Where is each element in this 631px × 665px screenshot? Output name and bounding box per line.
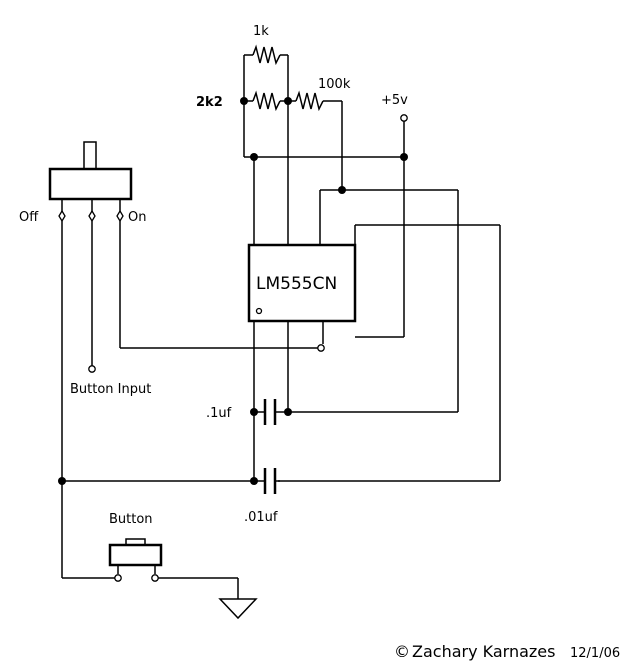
label-button-input: Button Input (70, 382, 151, 397)
label-on: On (128, 210, 146, 225)
push-button (108, 538, 163, 582)
label-cap-1: .1uf (206, 406, 232, 421)
slide-switch (48, 141, 133, 223)
junction-dots (58, 97, 408, 485)
ic-label: LM555CN (256, 274, 337, 294)
label-button: Button (109, 512, 153, 527)
vcc-terminal (400, 114, 408, 122)
copyright-symbol: © (394, 642, 410, 661)
trigger-terminal (317, 344, 325, 352)
label-100k: 100k (318, 77, 351, 92)
label-cap-2: .01uf (244, 510, 278, 525)
credit-date: 12/1/06 (570, 646, 620, 661)
label-1k: 1k (253, 24, 269, 39)
label-vcc: +5v (381, 93, 408, 108)
button-input-terminal (88, 365, 96, 373)
credit-author: Zachary Karnazes (412, 642, 555, 661)
ground-icon (218, 598, 258, 620)
resistor-1k (243, 44, 289, 101)
credit: © Zachary Karnazes 12/1/06 (394, 642, 620, 661)
ic-lm555cn (247, 243, 357, 323)
label-off: Off (19, 210, 39, 225)
resistor-2k2 (244, 90, 288, 112)
label-2k2: 2k2 (196, 95, 223, 110)
resistor-100k (288, 90, 343, 190)
